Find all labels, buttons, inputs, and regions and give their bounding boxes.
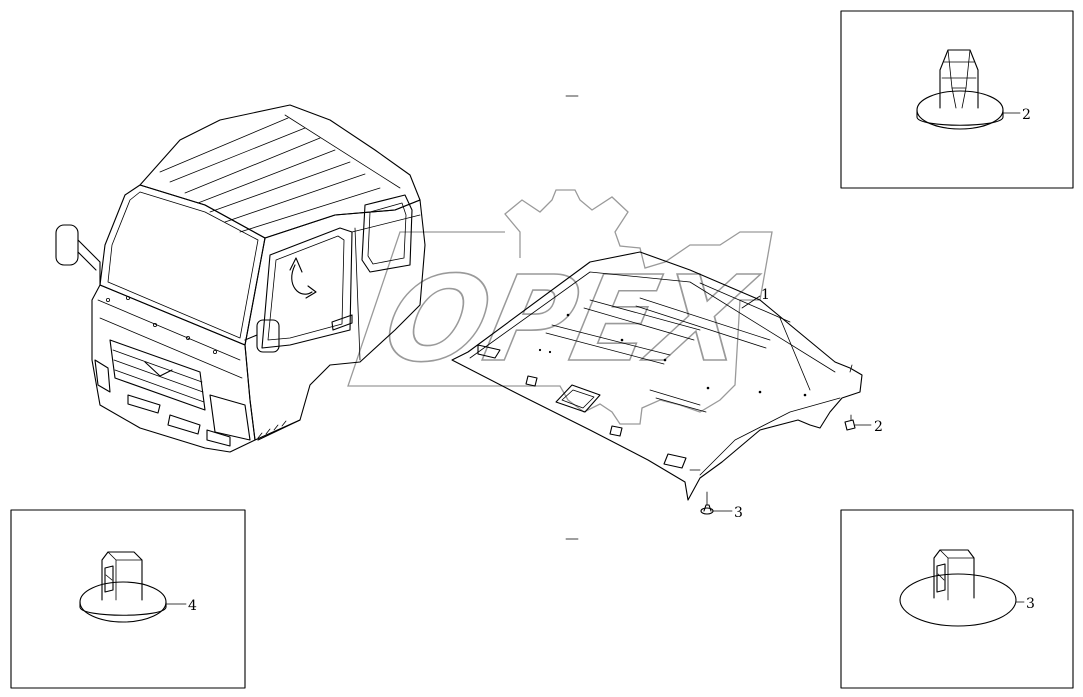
clip-small (844, 414, 872, 431)
watermark-gear-icon (347, 189, 773, 425)
callout-rivet-inset: 3 (1026, 596, 1035, 612)
inset-clip (840, 10, 1074, 189)
watermark-text: OPEX (373, 251, 766, 388)
callout-clip-center: 2 (874, 419, 883, 435)
callout-fastener-inset: 4 (188, 598, 197, 614)
inset-fastener (10, 509, 246, 689)
left-mirror (55, 224, 101, 286)
rivet-small (700, 491, 733, 515)
opex-watermark: OPEX (347, 189, 773, 425)
roof-headliner-panel (451, 251, 863, 501)
inset-rivet (840, 509, 1074, 689)
truck-cab (55, 104, 426, 453)
callout-rivet-center: 3 (734, 505, 743, 521)
right-mirror (244, 319, 280, 353)
callout-roof-panel: 1 (761, 287, 770, 303)
callout-clip-inset: 2 (1022, 107, 1031, 123)
